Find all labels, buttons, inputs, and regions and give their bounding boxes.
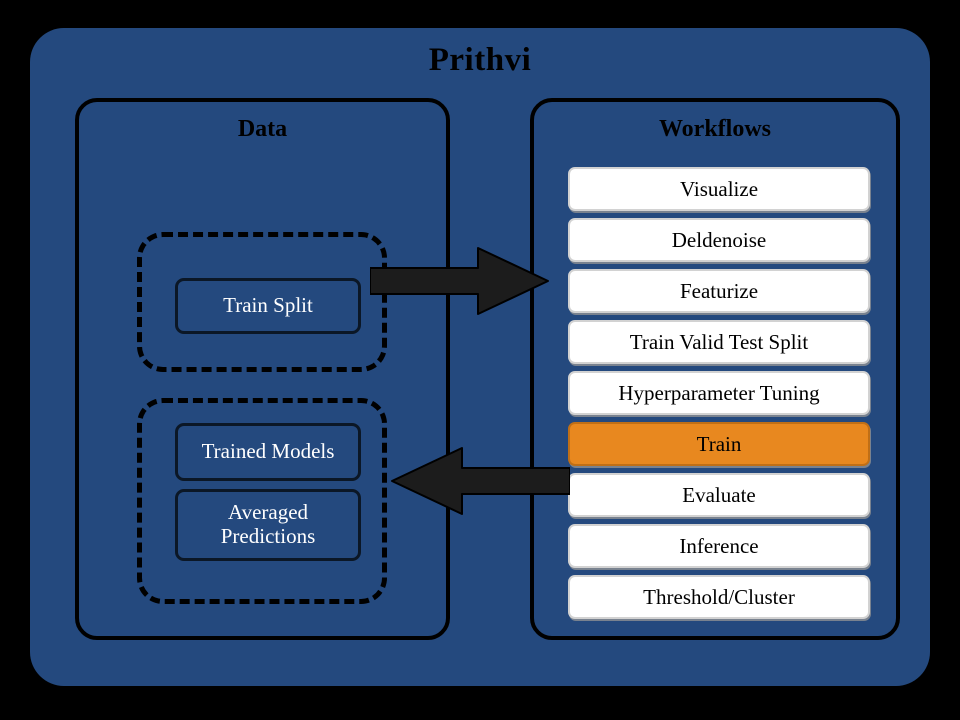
- workflow-item[interactable]: Deldenoise: [568, 218, 870, 262]
- workflow-item[interactable]: Threshold/Cluster: [568, 575, 870, 619]
- arrow-data-to-workflows: [370, 247, 549, 315]
- data-box-train-split[interactable]: Train Split: [175, 278, 361, 334]
- data-box-averaged-predictions[interactable]: Averaged Predictions: [175, 489, 361, 561]
- data-group-inputs: Train Split: [137, 232, 387, 372]
- app-frame: Prithvi Data Train Split Trained Models …: [30, 28, 930, 686]
- averaged-predictions-line1: Averaged: [227, 500, 309, 525]
- averaged-predictions-line2: Predictions: [220, 524, 316, 548]
- data-group-outputs: Trained Models Averaged Predictions: [137, 398, 387, 604]
- page-title: Prithvi: [428, 42, 532, 78]
- data-panel: Data Train Split Trained Models Averaged…: [75, 98, 450, 640]
- data-panel-title: Data: [237, 116, 288, 142]
- workflow-item-active[interactable]: Train: [568, 422, 870, 466]
- workflow-item[interactable]: Train Valid Test Split: [568, 320, 870, 364]
- workflow-item[interactable]: Evaluate: [568, 473, 870, 517]
- workflow-item[interactable]: Visualize: [568, 167, 870, 211]
- workflow-item[interactable]: Hyperparameter Tuning: [568, 371, 870, 415]
- data-box-trained-models[interactable]: Trained Models: [175, 423, 361, 481]
- workflow-item[interactable]: Featurize: [568, 269, 870, 313]
- workflow-item[interactable]: Inference: [568, 524, 870, 568]
- arrow-workflows-to-data: [391, 447, 570, 515]
- workflows-panel-title: Workflows: [658, 116, 771, 142]
